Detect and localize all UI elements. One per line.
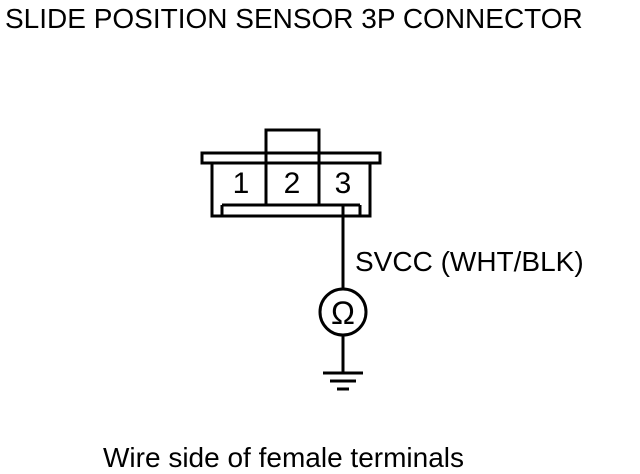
ohmmeter-icon: Ω	[318, 287, 368, 337]
terminal-1-label: 1	[233, 167, 250, 200]
terminal-3-label: 3	[335, 167, 352, 200]
diagram-title: SLIDE POSITION SENSOR 3P CONNECTOR	[5, 3, 583, 34]
wire-label: SVCC (WHT/BLK)	[355, 246, 584, 277]
diagram-caption: Wire side of female terminals	[103, 442, 465, 473]
ground-icon	[323, 371, 363, 391]
connector-lock-tab	[264, 128, 321, 149]
terminal-2-label: 2	[284, 167, 301, 200]
connector-3p	[200, 128, 382, 218]
ohm-symbol: Ω	[331, 295, 355, 331]
